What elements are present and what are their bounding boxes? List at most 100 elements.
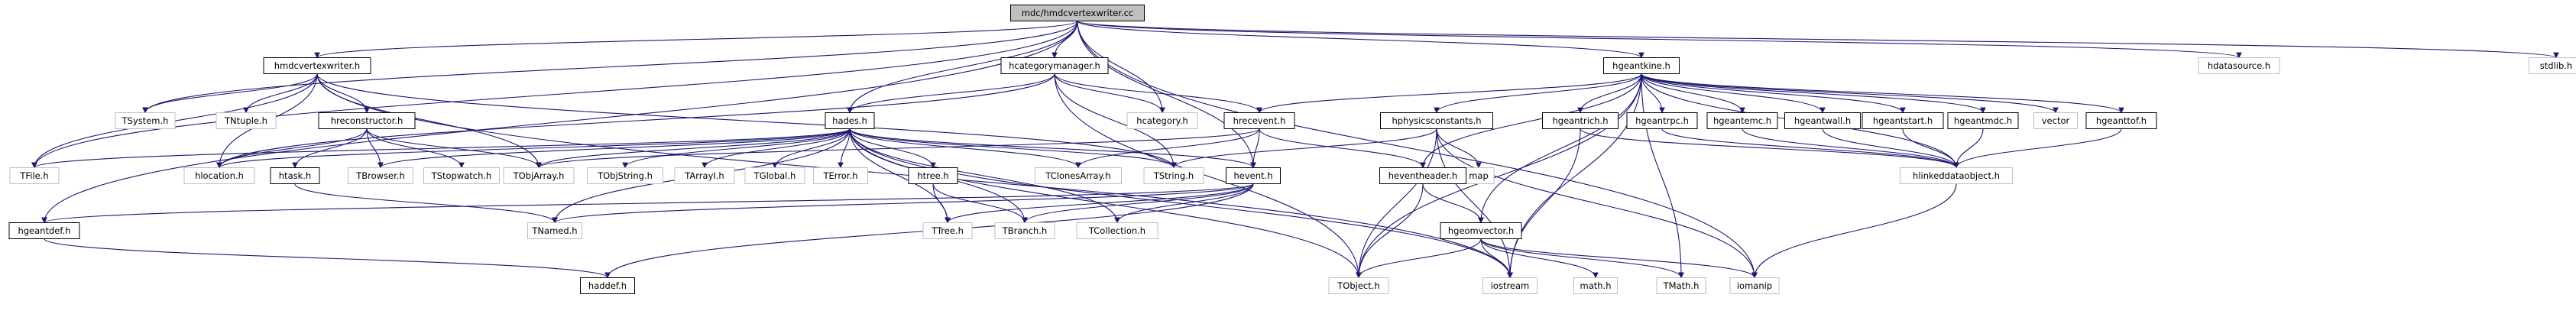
node-label-TObjArray: TObjArray.h bbox=[513, 170, 565, 181]
node-label-hreconstructor: hreconstructor.h bbox=[331, 115, 403, 126]
node-label-root: mdc/hmdcvertexwriter.cc bbox=[1022, 8, 1134, 18]
edge-hades-to-iostream bbox=[849, 128, 1513, 279]
node-TObjArray: TObjArray.h bbox=[503, 167, 575, 184]
node-TTree: TTree.h bbox=[922, 222, 973, 239]
node-TString: TString.h bbox=[1143, 167, 1204, 184]
node-box-hlocation bbox=[183, 167, 255, 184]
node-box-hdatasource bbox=[2198, 57, 2280, 74]
edge-root-to-hgeantkine bbox=[1077, 21, 1644, 59]
node-box-hgeantrpc bbox=[1626, 112, 1698, 129]
edge-hgeantkine-to-hgeantrpc bbox=[1641, 73, 1665, 114]
node-root[interactable]: mdc/hmdcvertexwriter.cc bbox=[1010, 5, 1145, 21]
edge-hades-to-TGlobal bbox=[772, 128, 851, 169]
node-box-TFile bbox=[9, 167, 60, 184]
node-iomanip: iomanip bbox=[1729, 277, 1780, 294]
node-hphysicsconstants[interactable]: hphysicsconstants.h bbox=[1380, 112, 1493, 129]
node-htask[interactable]: htask.h bbox=[270, 167, 320, 184]
node-label-TCollection: TCollection.h bbox=[1088, 225, 1145, 236]
node-label-TObjString: TObjString.h bbox=[597, 170, 653, 181]
node-TNtuple: TNtuple.h bbox=[215, 112, 277, 129]
node-box-hgeantmdc bbox=[1947, 112, 2019, 129]
node-hgeantdef[interactable]: hgeantdef.h bbox=[8, 222, 80, 239]
node-hrecevent[interactable]: hrecevent.h bbox=[1223, 112, 1295, 129]
node-hevent[interactable]: hevent.h bbox=[1226, 167, 1281, 184]
node-hades[interactable]: hades.h bbox=[825, 112, 875, 129]
node-box-vector bbox=[2033, 112, 2078, 129]
node-box-hcategory bbox=[1126, 112, 1198, 129]
edge-hgeantkine-to-hrecevent bbox=[1256, 73, 1642, 114]
node-hgeantkine[interactable]: hgeantkine.h bbox=[1603, 57, 1680, 74]
node-box-haddef bbox=[580, 277, 635, 294]
node-box-hreconstructor bbox=[318, 112, 416, 129]
edge-hgeanttof-to-hlinkeddataobject bbox=[1953, 128, 2122, 169]
node-hgeanttof[interactable]: hgeanttof.h bbox=[2085, 112, 2157, 129]
node-box-root bbox=[1010, 5, 1145, 21]
node-label-math: math.h bbox=[1580, 280, 1612, 291]
node-box-TObjArray bbox=[503, 167, 575, 184]
node-label-hrecevent: hrecevent.h bbox=[1233, 115, 1286, 126]
edge-hgeantrich-to-iostream bbox=[1507, 128, 1581, 279]
node-box-TTree bbox=[922, 222, 973, 239]
edge-root-to-hcategorymanager bbox=[1051, 21, 1078, 59]
node-hgeantrich[interactable]: hgeantrich.h bbox=[1542, 112, 1619, 129]
node-box-hevent bbox=[1226, 167, 1281, 184]
edge-hevent-to-TNamed bbox=[552, 183, 1254, 224]
node-label-TSystem: TSystem.h bbox=[122, 115, 169, 126]
node-box-TGlobal bbox=[744, 167, 805, 184]
node-box-htask bbox=[270, 167, 320, 184]
node-box-TSystem bbox=[115, 112, 176, 129]
node-box-TClonesArray bbox=[1035, 167, 1122, 184]
node-hmdcvertexwriter[interactable]: hmdcvertexwriter.h bbox=[263, 57, 371, 74]
edge-hevent-to-TCollection bbox=[1114, 183, 1254, 224]
node-box-TNtuple bbox=[215, 112, 277, 129]
edge-hcategorymanager-to-hades bbox=[847, 73, 1055, 114]
node-hgeantmdc[interactable]: hgeantmdc.h bbox=[1947, 112, 2019, 129]
node-htree[interactable]: htree.h bbox=[908, 167, 958, 184]
node-box-TMath bbox=[1656, 277, 1706, 294]
node-hgeantwall[interactable]: hgeantwall.h bbox=[1784, 112, 1861, 129]
edge-hades-to-TObjString bbox=[622, 128, 851, 169]
node-box-hgeantemc bbox=[1706, 112, 1778, 129]
node-label-TClonesArray: TClonesArray.h bbox=[1045, 170, 1110, 181]
edge-hades-to-TBrowser bbox=[377, 128, 851, 169]
node-box-hgeomvector bbox=[1440, 222, 1522, 239]
node-label-hphysicsconstants: hphysicsconstants.h bbox=[1392, 115, 1481, 126]
node-hreconstructor[interactable]: hreconstructor.h bbox=[318, 112, 416, 129]
node-hgeomvector[interactable]: hgeomvector.h bbox=[1440, 222, 1522, 239]
node-hcategorymanager[interactable]: hcategorymanager.h bbox=[1000, 57, 1109, 74]
node-label-hgeantemc: hgeantemc.h bbox=[1713, 115, 1771, 126]
node-TMath: TMath.h bbox=[1656, 277, 1706, 294]
node-box-TBrowser bbox=[348, 167, 413, 184]
edge-hades-to-TCollection bbox=[849, 128, 1120, 224]
node-label-TArrayI: TArrayI.h bbox=[684, 170, 724, 181]
edge-hgeantemc-to-hlinkeddataobject bbox=[1742, 128, 1959, 169]
edge-hgeantkine-to-hgeantwall bbox=[1641, 73, 1826, 114]
edge-root-to-iomanip bbox=[1077, 21, 1758, 279]
node-label-hgeantkine: hgeantkine.h bbox=[1612, 60, 1670, 71]
node-box-hgeantwall bbox=[1784, 112, 1861, 129]
node-TCollection: TCollection.h bbox=[1076, 222, 1158, 239]
edge-hades-to-hlocation bbox=[216, 128, 851, 169]
edge-heventheader-to-hgeomvector bbox=[1422, 183, 1484, 224]
edge-hmdcvertexwriter-to-TSystem bbox=[142, 73, 318, 114]
node-haddef[interactable]: haddef.h bbox=[580, 277, 635, 294]
node-hcategory: hcategory.h bbox=[1126, 112, 1198, 129]
node-label-TMath: TMath.h bbox=[1663, 280, 1700, 291]
node-label-TNamed: TNamed.h bbox=[531, 225, 577, 236]
edge-root-to-hgeantdef bbox=[41, 21, 1078, 224]
node-hgeantstart[interactable]: hgeantstart.h bbox=[1862, 112, 1944, 129]
node-vector: vector bbox=[2033, 112, 2078, 129]
node-hgeantrpc[interactable]: hgeantrpc.h bbox=[1626, 112, 1698, 129]
edge-hrecevent-to-heventheader bbox=[1259, 128, 1426, 169]
node-box-TArrayI bbox=[674, 167, 735, 184]
node-label-htask: htask.h bbox=[279, 170, 311, 181]
node-TArrayI: TArrayI.h bbox=[674, 167, 735, 184]
node-label-TError: TError.h bbox=[823, 170, 858, 181]
node-hgeantemc[interactable]: hgeantemc.h bbox=[1706, 112, 1778, 129]
node-hdatasource: hdatasource.h bbox=[2198, 57, 2280, 74]
node-heventheader[interactable]: heventheader.h bbox=[1379, 167, 1466, 184]
edge-root-to-stdlib bbox=[1077, 21, 2559, 59]
node-label-hcategory: hcategory.h bbox=[1136, 115, 1188, 126]
edge-root-to-hdatasource bbox=[1077, 21, 2242, 59]
